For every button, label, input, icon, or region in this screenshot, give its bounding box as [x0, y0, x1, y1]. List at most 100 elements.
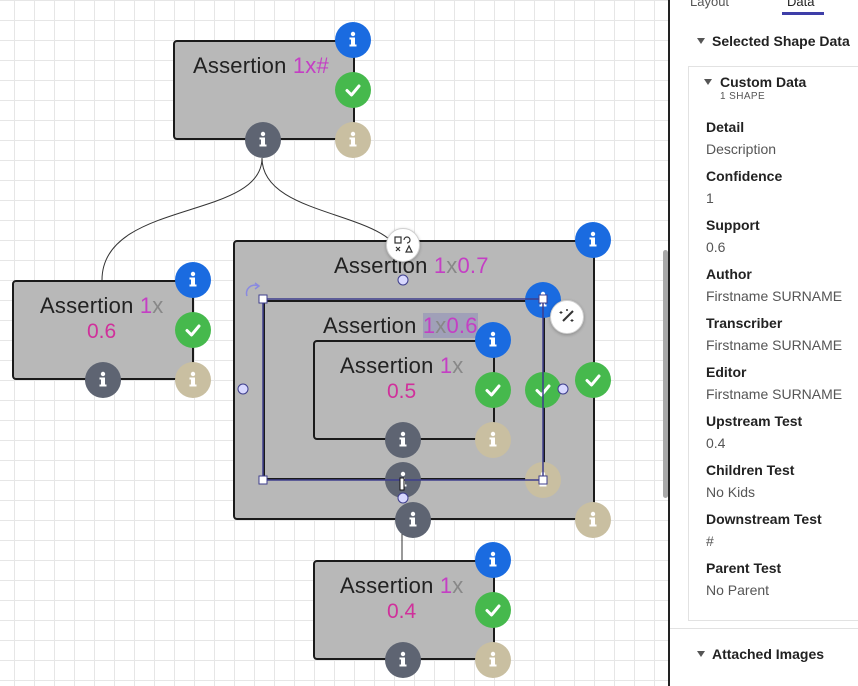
assertion-value: 0.4: [387, 600, 417, 623]
assertion-title: Assertion 1x0.7: [334, 253, 489, 279]
title-prefix: Assertion: [193, 53, 293, 78]
field-label: Support: [706, 217, 760, 233]
info-icon[interactable]: [175, 262, 211, 298]
field-value[interactable]: 0.4: [706, 435, 726, 451]
collapse-triangle-icon[interactable]: [704, 79, 712, 85]
section-header-custom-data[interactable]: Custom Data: [720, 74, 807, 90]
data-panel: Layout Data Selected Shape Data Custom D…: [668, 0, 858, 686]
field-label: Transcriber: [706, 315, 783, 331]
info-icon[interactable]: [385, 422, 421, 458]
title-prefix: Assertion: [323, 313, 423, 338]
tab-data[interactable]: Data: [787, 0, 815, 9]
magic-wand-button[interactable]: [550, 300, 584, 334]
title-x: x: [152, 293, 164, 318]
title-x: x: [305, 53, 317, 78]
field-label: Confidence: [706, 168, 783, 184]
info-icon[interactable]: [245, 122, 281, 158]
field-value[interactable]: Firstname SURNAME: [706, 337, 843, 353]
title-x: x: [452, 353, 464, 378]
field-label: Author: [706, 266, 752, 282]
info-icon[interactable]: [175, 362, 211, 398]
title-x: x: [446, 253, 458, 278]
connection-point: [397, 274, 409, 286]
rotate-icon: [245, 284, 259, 297]
assertion-title: Assertion 1x0.6: [323, 313, 478, 339]
info-icon[interactable]: [385, 642, 421, 678]
tab-layout[interactable]: Layout: [690, 0, 730, 9]
connection-point: [557, 383, 569, 395]
info-icon[interactable]: [475, 322, 511, 358]
diagram-canvas[interactable]: Assertion 1x# Assertion 1x 0.6 Assertion…: [0, 0, 668, 686]
resize-handle: [538, 475, 548, 485]
info-icon[interactable]: [85, 362, 121, 398]
title-multiplier: 1: [439, 573, 453, 598]
title-multiplier: 1: [433, 253, 447, 278]
field-label: Children Test: [706, 462, 795, 478]
info-icon[interactable]: [475, 542, 511, 578]
title-suffix: #: [316, 53, 329, 78]
title-x: x: [452, 573, 464, 598]
field-value[interactable]: 0.6: [706, 239, 726, 255]
title-prefix: Assertion: [340, 353, 440, 378]
field-value[interactable]: Firstname SURNAME: [706, 386, 843, 402]
collapse-triangle-icon[interactable]: [697, 38, 705, 44]
check-icon[interactable]: [175, 312, 211, 348]
resize-handle: [258, 475, 268, 485]
resize-handle: [538, 294, 548, 304]
field-value[interactable]: No Parent: [706, 582, 770, 598]
custom-data-group: [688, 66, 858, 621]
assertion-title: Assertion 1x: [340, 573, 463, 599]
field-value[interactable]: Firstname SURNAME: [706, 288, 843, 304]
assertion-value: 0.5: [387, 380, 417, 403]
field-value[interactable]: No Kids: [706, 484, 756, 500]
title-multiplier: 1: [139, 293, 153, 318]
section-divider: [670, 628, 858, 629]
field-value[interactable]: 1: [706, 190, 714, 206]
collapse-triangle-icon[interactable]: [697, 651, 705, 657]
check-icon[interactable]: [475, 372, 511, 408]
info-icon[interactable]: [395, 502, 431, 538]
info-icon[interactable]: [575, 502, 611, 538]
info-icon[interactable]: [335, 122, 371, 158]
assertion-title: Assertion 1x: [340, 353, 463, 379]
field-label: Downstream Test: [706, 511, 822, 527]
title-prefix: Assertion: [340, 573, 440, 598]
field-label: Parent Test: [706, 560, 782, 576]
shape-count: 1 SHAPE: [720, 91, 766, 102]
title-prefix: Assertion: [40, 293, 140, 318]
check-icon[interactable]: [335, 72, 371, 108]
title-suffix: 0.7: [457, 253, 489, 278]
field-value[interactable]: #: [706, 533, 714, 549]
field-value[interactable]: Description: [706, 141, 777, 157]
assertion-value: 0.6: [87, 320, 117, 343]
active-tab-indicator: [782, 12, 824, 15]
selection-box: [237, 274, 569, 504]
connector-n1-n2: [101, 157, 263, 281]
assertion-title: Assertion 1x: [40, 293, 163, 319]
field-label: Upstream Test: [706, 413, 803, 429]
check-icon[interactable]: [575, 362, 611, 398]
magic-wand-icon: [559, 309, 574, 322]
field-label: Editor: [706, 364, 747, 380]
check-icon[interactable]: [475, 592, 511, 628]
section-header-selected-shape-data[interactable]: Selected Shape Data: [712, 33, 850, 49]
info-icon[interactable]: [475, 642, 511, 678]
shape-options-button[interactable]: [386, 228, 420, 262]
cursor-icon: [399, 477, 405, 491]
info-icon[interactable]: [575, 222, 611, 258]
title-multiplier: 1: [422, 313, 436, 338]
assertion-title: Assertion 1x#: [193, 53, 329, 79]
title-multiplier: 1: [439, 353, 453, 378]
info-icon[interactable]: [335, 22, 371, 58]
field-label: Detail: [706, 119, 745, 135]
connection-point: [237, 383, 249, 395]
shapes-icon: [394, 236, 413, 253]
title-multiplier: 1: [292, 53, 306, 78]
resize-handle: [258, 294, 268, 304]
title-x: x: [435, 313, 447, 338]
connection-point: [397, 492, 409, 504]
info-icon[interactable]: [475, 422, 511, 458]
section-header-attached-images[interactable]: Attached Images: [712, 646, 825, 662]
title-suffix: 0.6: [446, 313, 478, 338]
canvas-scrollbar[interactable]: [663, 250, 668, 498]
